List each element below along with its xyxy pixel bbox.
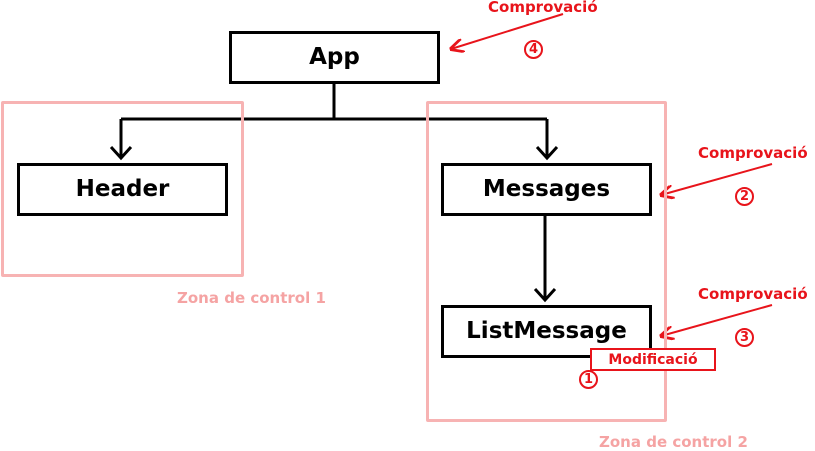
app-node: App <box>229 31 440 84</box>
step-3-badge: 3 <box>735 328 754 347</box>
arrowhead-listmessage <box>533 287 557 303</box>
arrowhead-header <box>109 145 133 161</box>
check-arrow-listmessage <box>661 304 773 336</box>
step-4-badge: 4 <box>524 40 543 59</box>
messages-node: Messages <box>441 163 652 216</box>
check-arrow-app <box>451 13 564 49</box>
header-node: Header <box>17 163 228 216</box>
control-zone-1-label: Zona de control 1 <box>177 289 326 307</box>
step-2-badge: 2 <box>735 187 754 206</box>
control-zone-2-label: Zona de control 2 <box>599 433 748 451</box>
check-label-app: Comprovació <box>488 0 598 16</box>
check-label-messages: Comprovació <box>698 144 808 162</box>
check-label-listmessage: Comprovació <box>698 285 808 303</box>
list-message-node: ListMessage <box>441 305 652 358</box>
control-zone-2 <box>426 101 667 422</box>
tree-edges <box>109 84 559 303</box>
check-arrow-messages <box>661 163 773 195</box>
arrowhead-messages <box>535 145 559 161</box>
step-1-badge: 1 <box>579 370 598 389</box>
modification-label: Modificació <box>590 348 716 371</box>
control-zone-1 <box>1 101 244 277</box>
